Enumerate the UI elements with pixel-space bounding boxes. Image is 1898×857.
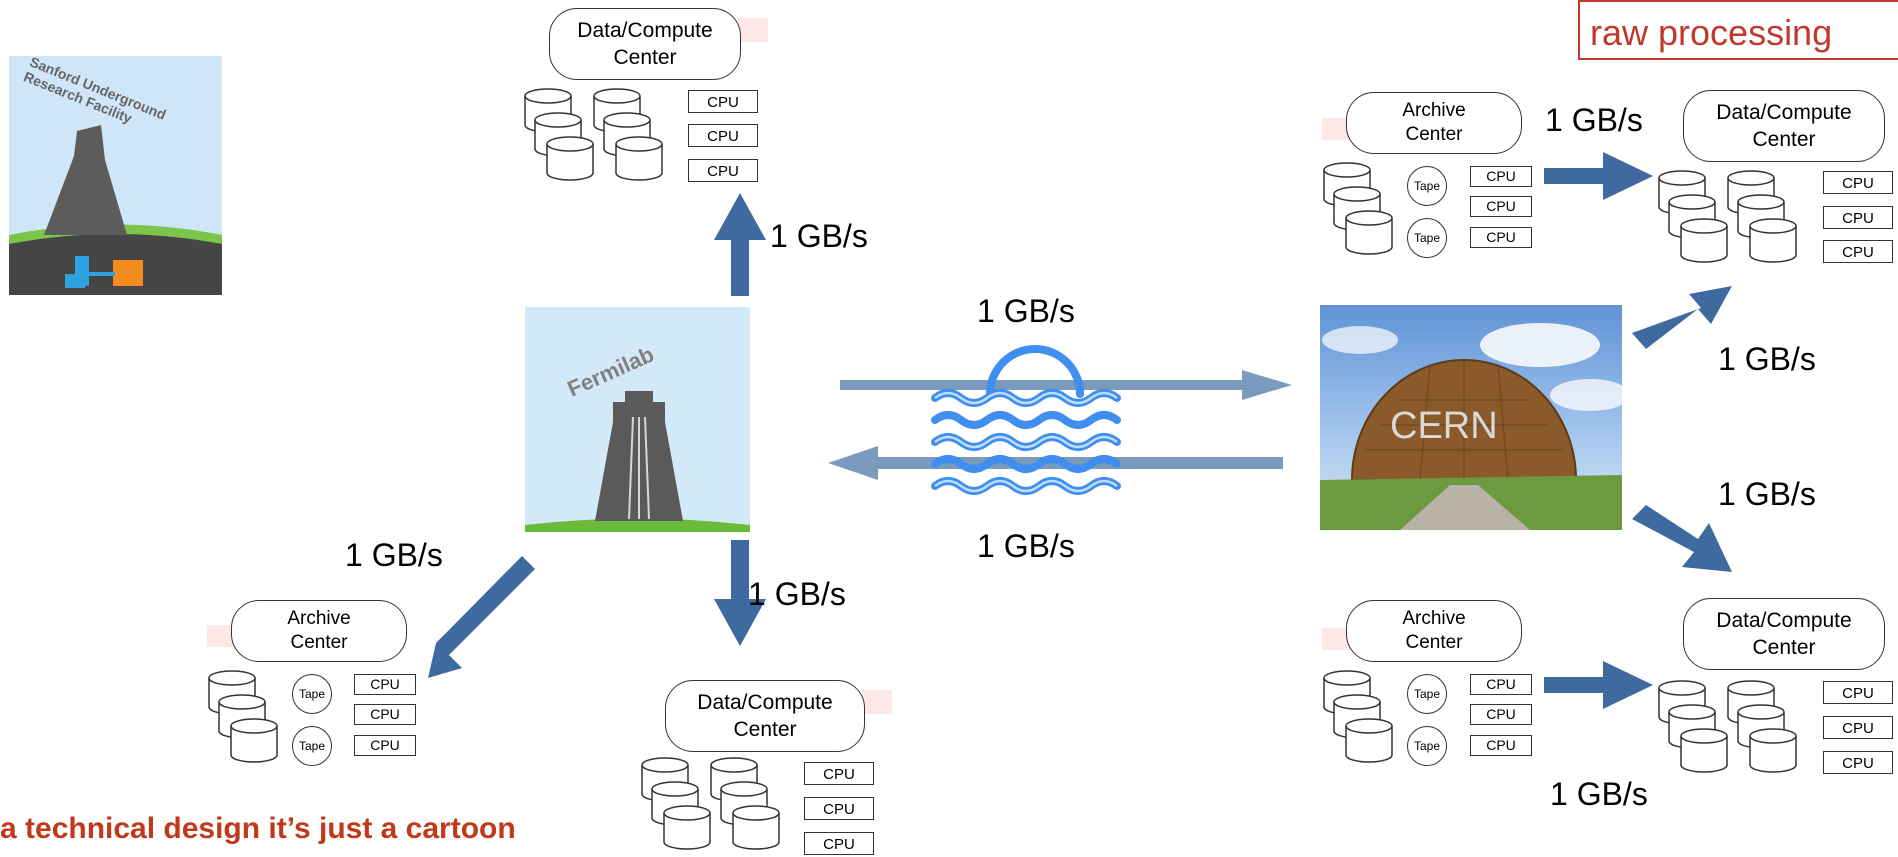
tape-icon: Tape bbox=[1407, 726, 1447, 766]
cpu-box: CPU bbox=[688, 90, 758, 113]
label-line-1: Data/Compute bbox=[577, 19, 713, 42]
disk-stacks-top bbox=[524, 88, 674, 188]
label-line-2: Center bbox=[1752, 128, 1816, 151]
raw-processing-banner: raw processing bbox=[1578, 0, 1898, 60]
disk-stacks-bottom-right bbox=[1658, 680, 1808, 780]
arrow-cern-downright bbox=[1632, 505, 1732, 572]
label-line-2: Center bbox=[290, 632, 348, 653]
cpu-box: CPU bbox=[354, 735, 416, 756]
label-line-1: Archive bbox=[1402, 608, 1466, 629]
rate-label-downleft: 1 GB/s bbox=[345, 537, 443, 573]
rate-label-cern-upright: 1 GB/s bbox=[1718, 341, 1816, 377]
arrow-down-fermilab bbox=[714, 540, 766, 646]
cpu-box: CPU bbox=[1470, 674, 1532, 695]
cpu-box: CPU bbox=[804, 832, 874, 855]
cpu-box: CPU bbox=[804, 797, 874, 820]
label-line-1: Data/Compute bbox=[1716, 101, 1852, 124]
label-line-2: Center bbox=[1405, 124, 1463, 145]
arrow-up-fermilab bbox=[714, 193, 766, 296]
tape-icon: Tape bbox=[1407, 166, 1447, 206]
surf-image: Sanford Underground Research Facility bbox=[9, 56, 222, 295]
raw-processing-banner-text: raw processing bbox=[1590, 12, 1833, 53]
cpu-box: CPU bbox=[1470, 227, 1532, 248]
cpu-box: CPU bbox=[804, 762, 874, 785]
tape-icon: Tape bbox=[292, 674, 332, 714]
label-line-2: Center bbox=[733, 718, 797, 741]
cpu-box: CPU bbox=[1470, 704, 1532, 725]
cpu-box: CPU bbox=[1823, 751, 1893, 774]
cpu-box: CPU bbox=[688, 124, 758, 147]
cpu-box: CPU bbox=[354, 674, 416, 695]
disk-stack-archive-bl bbox=[208, 670, 288, 770]
arrow-archive-bottom-right bbox=[1544, 661, 1653, 709]
cpu-box: CPU bbox=[1470, 735, 1532, 756]
label-line-1: Data/Compute bbox=[1716, 609, 1852, 632]
fermilab-image: Fermilab bbox=[525, 307, 750, 532]
label-line-2: Center bbox=[1405, 632, 1463, 653]
cpu-box: CPU bbox=[1823, 716, 1893, 739]
label-line-1: Archive bbox=[287, 608, 351, 629]
cpu-box: CPU bbox=[1823, 206, 1893, 229]
arrow-downleft-fermilab bbox=[428, 556, 535, 678]
rate-label-cern-downright: 1 GB/s bbox=[1718, 476, 1816, 512]
footer-note: a technical design it’s just a cartoon bbox=[0, 812, 516, 845]
tape-icon: Tape bbox=[1407, 218, 1447, 258]
cpu-box: CPU bbox=[688, 159, 758, 182]
disk-stacks-top-right bbox=[1658, 170, 1808, 270]
cpu-box: CPU bbox=[1470, 196, 1532, 217]
cpu-box: CPU bbox=[1470, 166, 1532, 187]
cern-image-text: CERN bbox=[1390, 405, 1498, 447]
rate-label-up: 1 GB/s bbox=[770, 218, 868, 254]
cpu-box: CPU bbox=[354, 704, 416, 725]
cpu-box: CPU bbox=[1823, 240, 1893, 263]
arrow-archive-top-right bbox=[1544, 152, 1653, 200]
disk-stacks-bottom-center bbox=[641, 757, 791, 857]
disk-stack-archive-tr bbox=[1323, 162, 1403, 262]
label-line-1: Archive bbox=[1402, 100, 1466, 121]
ocean-wave-icon bbox=[931, 345, 1121, 495]
disk-stack-archive-br bbox=[1323, 670, 1403, 770]
tape-icon: Tape bbox=[292, 726, 332, 766]
rate-label-transatlantic-bottom: 1 GB/s bbox=[977, 528, 1075, 564]
rate-label-down: 1 GB/s bbox=[748, 576, 846, 612]
label-line-1: Data/Compute bbox=[697, 691, 833, 714]
rate-label-archive-bottom-right: 1 GB/s bbox=[1550, 776, 1648, 812]
cpu-box: CPU bbox=[1823, 681, 1893, 704]
label-line-2: Center bbox=[1752, 636, 1816, 659]
rate-label-transatlantic-top: 1 GB/s bbox=[977, 293, 1075, 329]
arrow-cern-upright bbox=[1632, 286, 1732, 349]
label-line-2: Center bbox=[613, 46, 677, 69]
tape-icon: Tape bbox=[1407, 674, 1447, 714]
cpu-box: CPU bbox=[1823, 171, 1893, 194]
cern-image: CERN bbox=[1320, 305, 1622, 530]
rate-label-archive-top-right: 1 GB/s bbox=[1545, 102, 1643, 138]
